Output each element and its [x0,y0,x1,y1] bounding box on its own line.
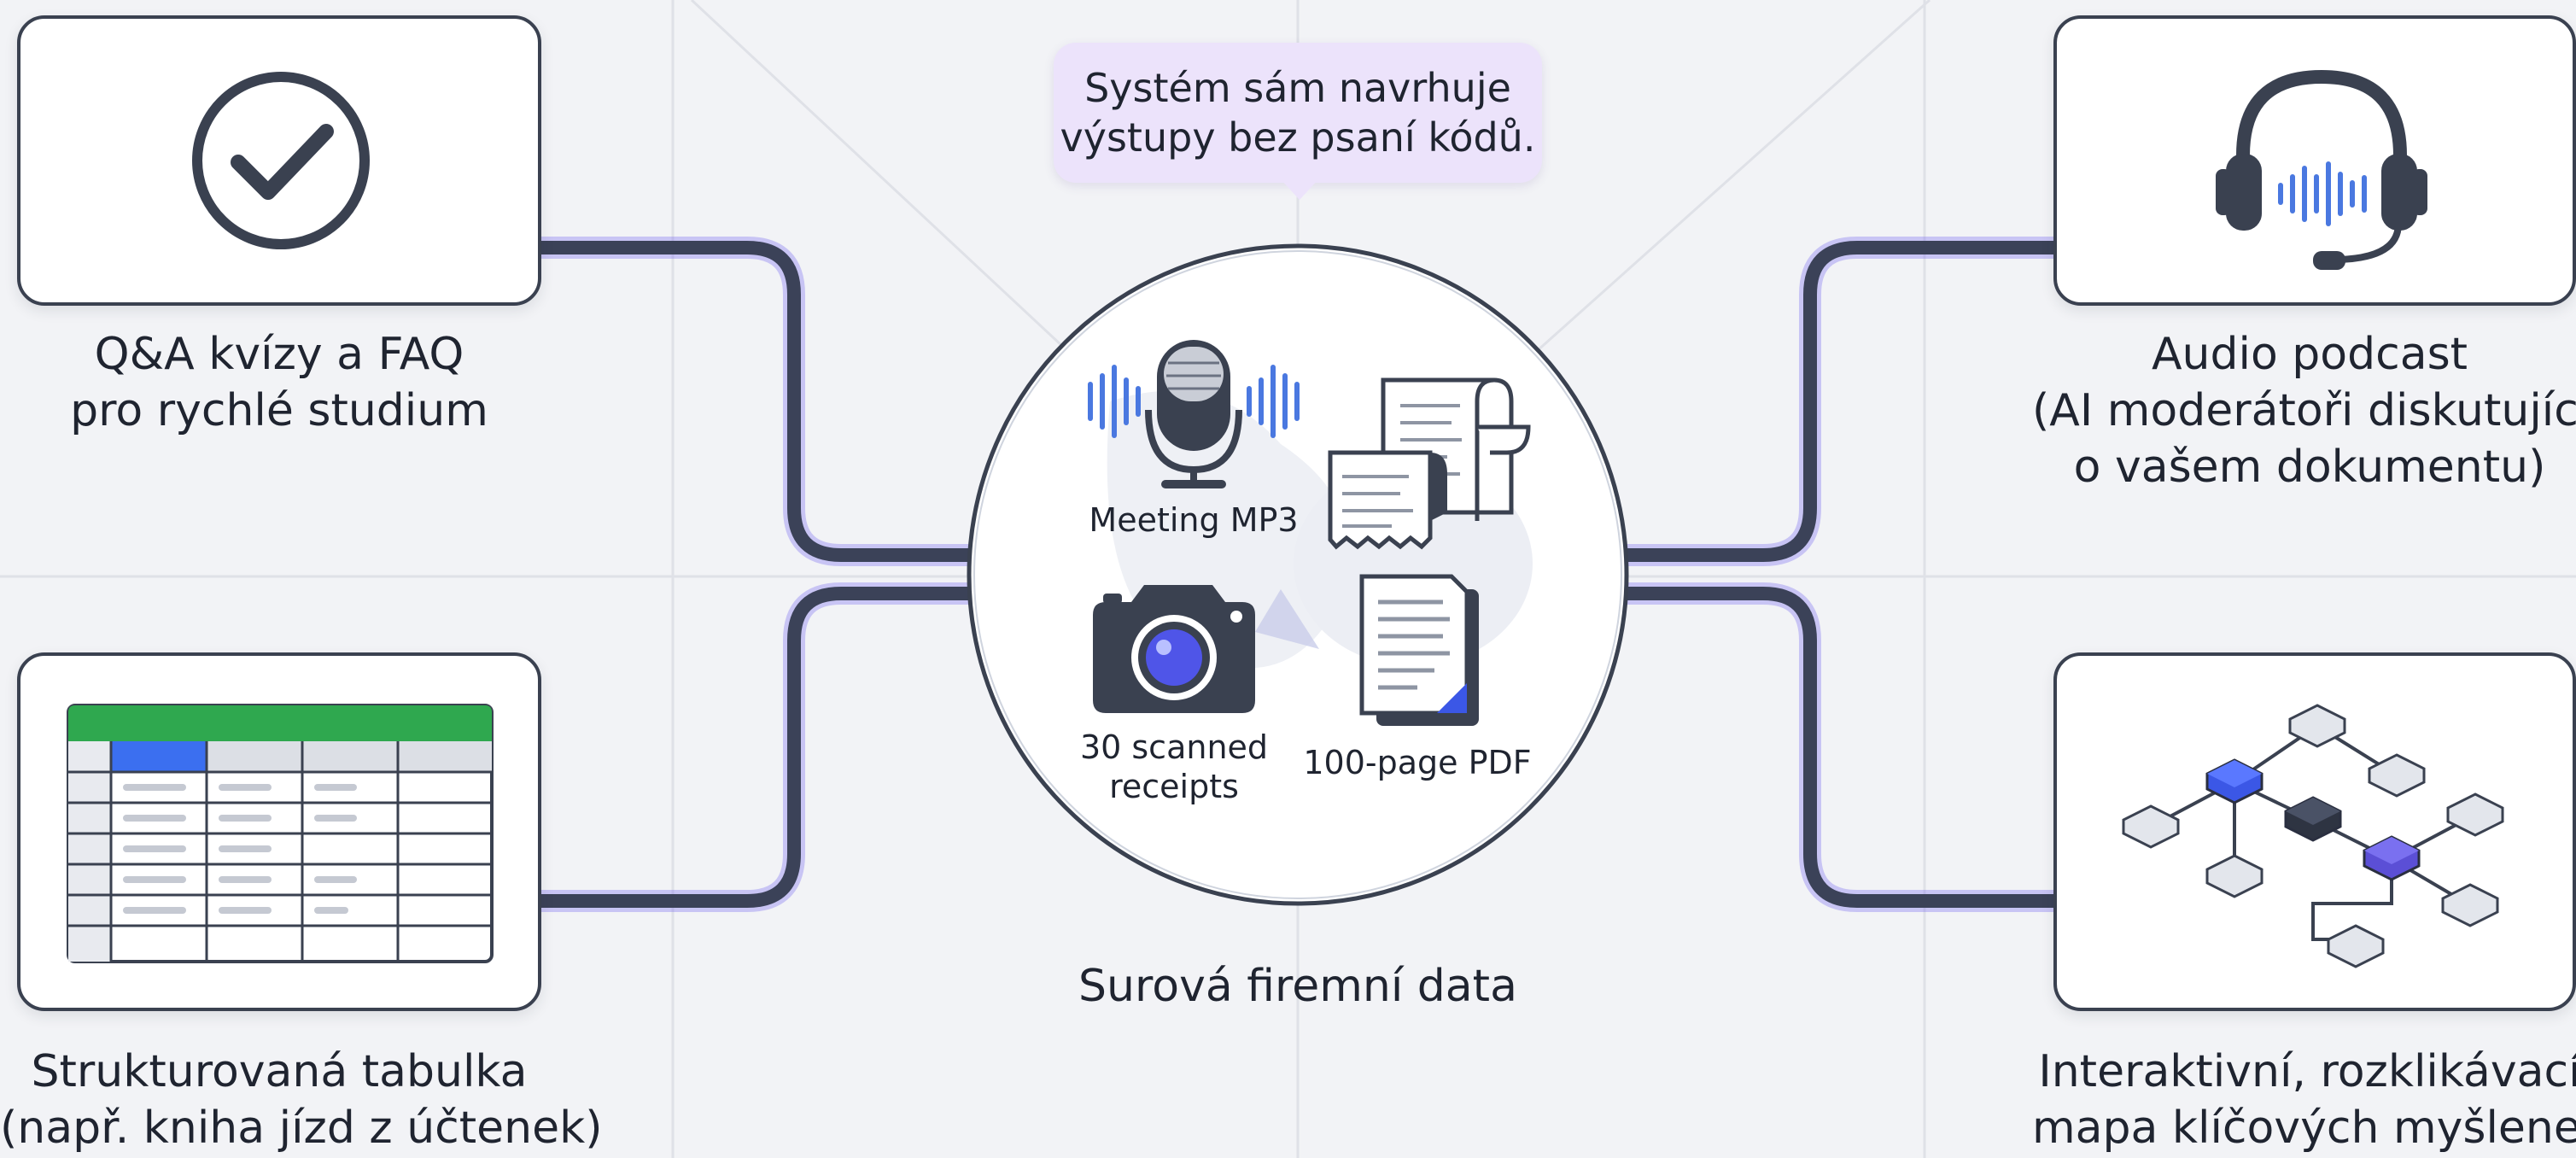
output-label-table-line-1: Strukturovaná tabulka [31,1046,528,1097]
tooltip-line-2: výstupy bez psaní kódů. [1060,114,1536,161]
document-icon [1359,574,1479,726]
headset-icon [2216,69,2427,270]
hub-item-mp3-label: Meeting MP3 [1089,501,1299,539]
output-card-mindmap [2053,652,2576,1011]
check-circle-icon [192,72,370,249]
connector-podcast [1611,237,2065,566]
output-label-podcast-line-2: (AI moderátoři diskutující [2032,385,2576,436]
spreadsheet-icon [67,704,494,963]
output-card-podcast [2053,15,2576,306]
output-label-podcast-line-3: o vašem dokumentu) [2073,442,2546,493]
output-card-table [17,652,541,1011]
output-card-quiz [17,15,541,306]
output-label-quiz-line-2: pro rychlé studium [70,385,488,436]
mind-map-node [2205,758,2263,804]
output-label-mindmap-line-1: Interaktivní, rozklikávací [2038,1046,2576,1097]
output-label-quiz-line-1: Q&A kvízy a FAQ [94,329,464,380]
hub-item-receipts-line-1: 30 scanned [1079,728,1269,766]
hub-item-receipts-label: 30 scanned receipts [1072,728,1276,806]
hub-item-pdf-label: 100-page PDF [1303,744,1532,781]
output-label-podcast: Audio podcast (AI moderátoři diskutující… [2032,326,2576,495]
tooltip-bubble: Systém sám navrhuje výstupy bez psaní kó… [1054,43,1542,183]
mind-map-icon [2122,704,2504,968]
connector-quiz [530,237,984,566]
connector-mindmap [1611,582,2065,912]
tooltip-line-1: Systém sám navrhuje [1084,65,1511,111]
output-label-quiz: Q&A kvízy a FAQ pro rychlé studium [10,326,548,439]
camera-icon [1093,585,1255,713]
output-label-podcast-line-1: Audio podcast [2151,329,2468,380]
tooltip-tail [1281,179,1318,200]
hub-item-receipts-line-2: receipts [1109,768,1239,805]
output-label-table-line-2: (např. kniha jízd z účtenek) [0,1102,603,1154]
output-label-mindmap-line-2: mapa klíčových myšlenek [2032,1102,2576,1154]
connector-table [530,582,984,912]
receipt-icon [1328,377,1531,550]
hub-caption: Surová firemní data [1078,961,1517,1012]
output-label-mindmap: Interaktivní, rozklikávací mapa klíčovýc… [2032,1044,2576,1156]
output-label-table: Strukturovaná tabulka (např. kniha jízd … [0,1044,603,1156]
microphone-icon [1088,340,1300,488]
